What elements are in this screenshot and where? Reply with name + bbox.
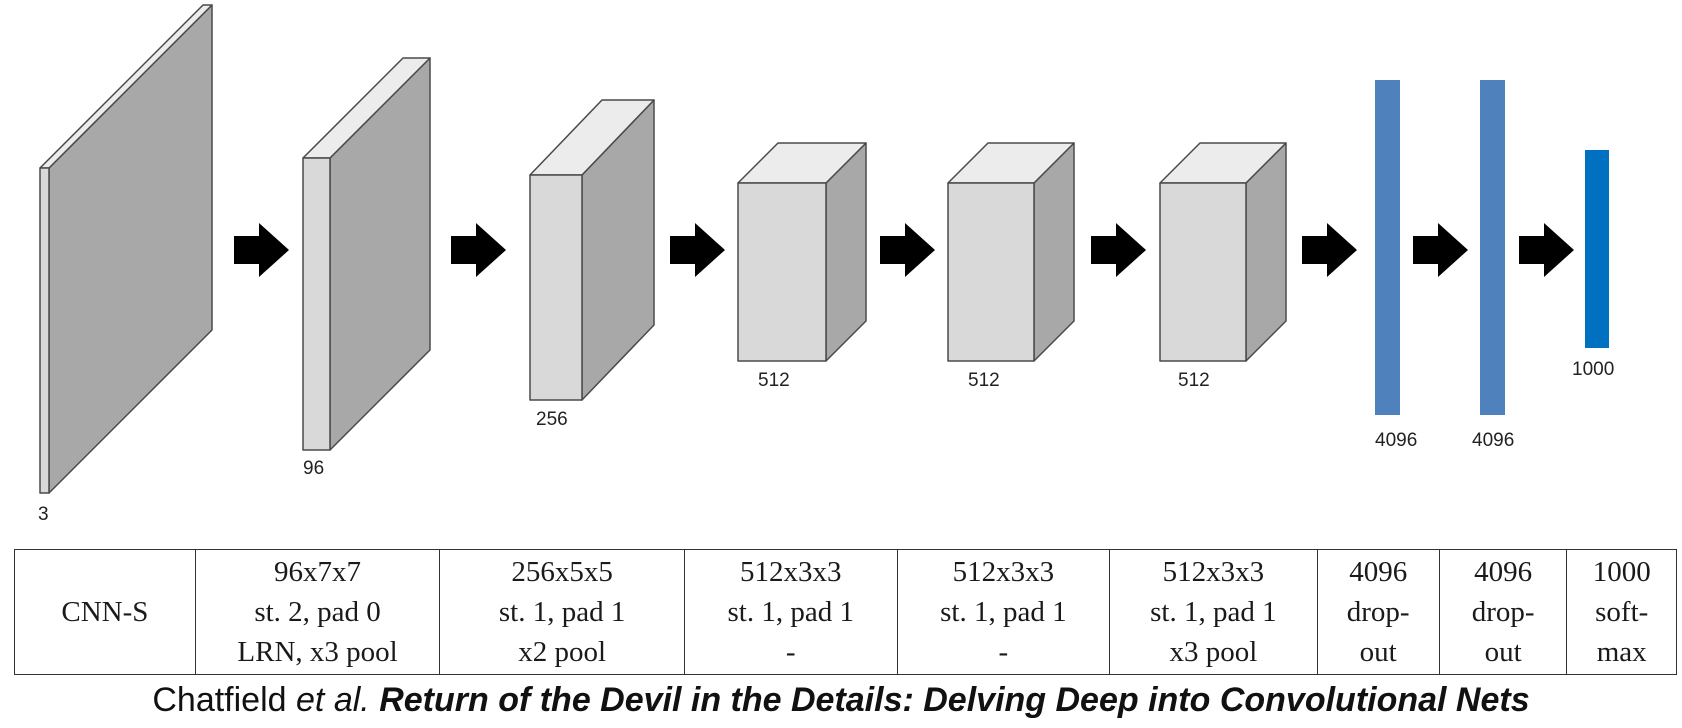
layer-conv1-label: 96 [303,458,324,479]
layer-fc7-bar [1480,80,1505,415]
model-name: CNN-S [61,596,149,628]
spec-op-b: max [1596,636,1647,668]
spec-extra: x3 pool [1169,636,1258,668]
spec-stride: st. 2, pad 0 [254,596,381,628]
layer-input-front-face [39,167,50,494]
flow-arrow-1 [234,223,289,277]
layer-conv2-front-face [529,174,583,401]
spec-extra: - [998,636,1009,668]
layer-conv1 [302,57,431,451]
layer-conv3-front-face [737,182,827,362]
caption-authors: Chatfield [152,681,287,719]
spec-op-a: drop- [1346,596,1410,628]
spec-cell-conv2: 256x5x5 st. 1, pad 1 x2 pool [439,549,685,675]
spec-extra: - [785,636,796,668]
layer-conv5 [1159,142,1287,362]
layer-input-label: 3 [38,504,49,525]
flow-arrow-6 [1302,223,1357,277]
layer-conv5-label: 512 [1178,370,1210,391]
spec-op-b: out [1484,636,1522,668]
spec-stride: st. 1, pad 1 [727,596,854,628]
spec-cell-conv1: 96x7x7 st. 2, pad 0 LRN, x3 pool [194,549,441,675]
layer-input [39,4,213,494]
spec-cell-conv4: 512x3x3 st. 1, pad 1 - [896,549,1111,675]
spec-filters: 96x7x7 [274,556,362,588]
layer-labels: 3 96 256 512 512 512 4096 4096 1000 [38,359,1614,525]
spec-cell-fc6: 4096 drop- out [1316,549,1440,675]
flow-arrow-8 [1519,223,1574,277]
flow-arrow-2 [451,223,506,277]
layer-conv4-front-face [947,182,1035,362]
spec-op-a: drop- [1471,596,1535,628]
spec-stride: st. 1, pad 1 [940,596,1067,628]
layer-conv1-front-face [302,157,331,451]
caption-etal: et al. [296,681,370,719]
flow-arrow-3 [670,223,725,277]
spec-units: 4096 [1349,556,1408,588]
layer-spec-row: CNN-S 96x7x7 st. 2, pad 0 LRN, x3 pool 2… [14,549,1677,675]
flow-arrow-4 [880,223,935,277]
spec-cell-conv3: 512x3x3 st. 1, pad 1 - [683,549,898,675]
spec-op-b: out [1359,636,1397,668]
spec-units: 4096 [1474,556,1533,588]
spec-cell-fc7: 4096 drop- out [1438,549,1568,675]
spec-stride: st. 1, pad 1 [1150,596,1277,628]
caption-title: Return of the Devil in the Details: Delv… [379,681,1530,719]
layer-fc8-label: 1000 [1572,359,1614,380]
model-name-cell: CNN-S [14,549,196,675]
layer-fc8-bar [1585,150,1609,348]
flow-arrow-7 [1413,223,1468,277]
layer-conv2-label: 256 [536,409,568,430]
layer-conv5-front-face [1159,182,1247,362]
spec-extra: x2 pool [518,636,607,668]
layer-shapes [39,4,1609,494]
spec-filters: 512x3x3 [1162,556,1265,588]
layer-fc8 [1585,150,1609,348]
layer-conv3 [737,142,867,362]
layer-conv4-label: 512 [968,370,1000,391]
spec-cell-conv5: 512x3x3 st. 1, pad 1 x3 pool [1109,549,1318,675]
spec-filters: 512x3x3 [952,556,1055,588]
spec-filters: 512x3x3 [739,556,842,588]
layer-fc6-bar [1375,80,1400,415]
spec-extra: LRN, x3 pool [237,636,398,668]
layer-fc6-label: 4096 [1375,430,1417,451]
flow-arrows [234,223,1574,277]
layer-fc7 [1480,80,1505,415]
layer-conv4 [947,142,1075,362]
spec-stride: st. 1, pad 1 [498,596,626,628]
layer-spec-table: CNN-S 96x7x7 st. 2, pad 0 LRN, x3 pool 2… [14,549,1677,675]
flow-arrow-5 [1091,223,1146,277]
spec-filters: 256x5x5 [511,556,613,588]
spec-units: 1000 [1592,556,1651,588]
spec-cell-fc8: 1000 soft- max [1566,549,1677,675]
figure-caption: Chatfield et al. Return of the Devil in … [0,681,1682,720]
layer-fc7-label: 4096 [1472,430,1514,451]
network-architecture-diagram: 3 96 256 512 512 512 4096 4096 1000 [38,4,1614,525]
layer-conv3-label: 512 [758,370,790,391]
spec-op-a: soft- [1595,596,1649,628]
layer-fc6 [1375,80,1400,415]
layer-conv2 [529,99,655,401]
